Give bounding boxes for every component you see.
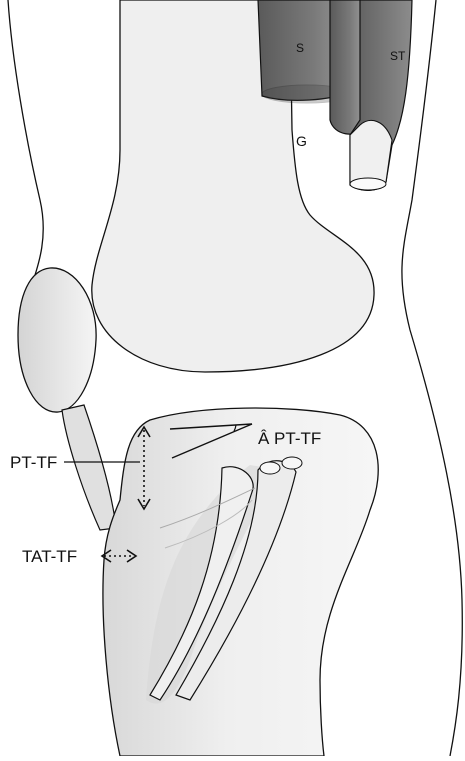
- tendon-end-1: [260, 462, 280, 474]
- label-sartorius: S: [296, 41, 304, 55]
- skin-outline-left: [8, 0, 43, 290]
- label-tat-tf: TAT-TF: [22, 547, 77, 566]
- tendon-end-2: [282, 457, 302, 469]
- skin-outline-right: [402, 0, 462, 756]
- label-pt-tf: PT-TF: [10, 453, 57, 472]
- semitendinosus-tendon-end: [350, 178, 386, 190]
- label-gracilis: G: [296, 133, 307, 149]
- label-semitendinosus: ST: [390, 49, 406, 63]
- gracilis-tendon: [330, 0, 364, 134]
- label-angle-pt-tf: Â PT-TF: [258, 429, 321, 448]
- patellar-tendon: [62, 405, 116, 530]
- patella: [18, 268, 96, 412]
